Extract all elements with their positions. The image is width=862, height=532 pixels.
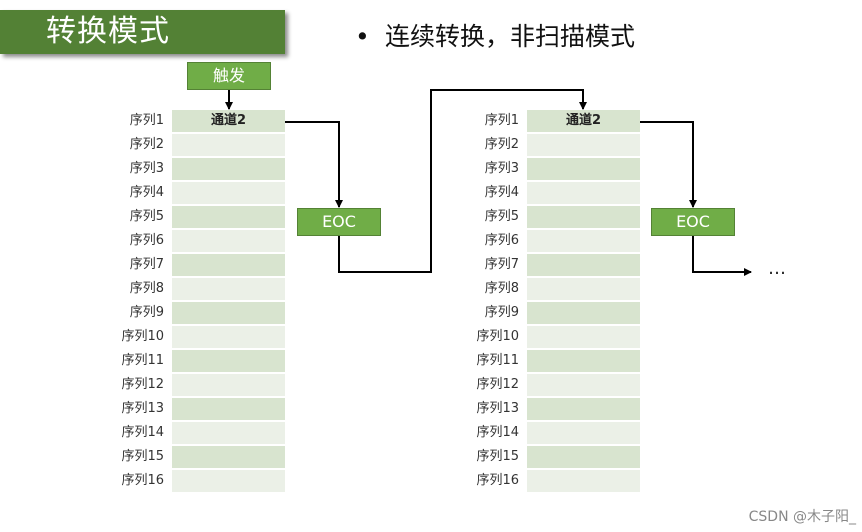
sequence-cell <box>527 254 640 276</box>
sequence-label: 序列16 <box>476 473 519 488</box>
sequence-cell <box>527 374 640 396</box>
sequence-label: 序列10 <box>476 329 519 344</box>
sequence-label: 序列6 <box>484 233 519 248</box>
sequence-label: 序列10 <box>121 329 164 344</box>
sequence-label: 序列4 <box>129 185 164 200</box>
sequence-label: 序列3 <box>129 161 164 176</box>
bullet-point: • 连续转换，非扫描模式 <box>355 17 635 53</box>
sequence-cell <box>172 182 285 204</box>
sequence-label: 序列2 <box>129 137 164 152</box>
sequence-cell <box>527 278 640 300</box>
sequence-cell <box>172 350 285 372</box>
sequence-table-left: 通道2 <box>172 110 285 494</box>
sequence-label: 序列7 <box>484 257 519 272</box>
sequence-cell <box>172 278 285 300</box>
sequence-label: 序列13 <box>476 401 519 416</box>
sequence-label: 序列13 <box>121 401 164 416</box>
sequence-cell <box>172 302 285 324</box>
sequence-cell <box>172 470 285 492</box>
sequence-cell <box>527 470 640 492</box>
sequence-label: 序列11 <box>476 353 519 368</box>
trigger-box: 触发 <box>187 62 271 90</box>
sequence-label: 序列3 <box>484 161 519 176</box>
slide-title: 转换模式 <box>0 10 285 54</box>
sequence-cell <box>172 134 285 156</box>
sequence-cell <box>527 182 640 204</box>
sequence-cell <box>527 326 640 348</box>
eoc-box-first: EOC <box>297 208 381 236</box>
sequence-cell <box>172 446 285 468</box>
arrow-seq1-to-eoc1 <box>285 121 343 208</box>
sequence-label: 序列16 <box>121 473 164 488</box>
sequence-cell <box>172 326 285 348</box>
sequence-label: 序列8 <box>484 281 519 296</box>
sequence-cell: 通道2 <box>172 110 285 132</box>
sequence-label: 序列14 <box>476 425 519 440</box>
sequence-label: 序列14 <box>121 425 164 440</box>
sequence-label: 序列11 <box>121 353 164 368</box>
sequence-cell <box>527 230 640 252</box>
sequence-cell <box>172 254 285 276</box>
watermark: CSDN @木子阳_ <box>748 509 856 525</box>
sequence-cell <box>527 446 640 468</box>
arrow-eoc2-continue <box>692 236 752 276</box>
sequence-label: 序列1 <box>129 113 164 128</box>
sequence-cell <box>172 206 285 228</box>
sequence-cell <box>172 374 285 396</box>
sequence-label: 序列15 <box>476 449 519 464</box>
continuation-ellipsis: … <box>768 258 787 279</box>
sequence-cell <box>527 134 640 156</box>
sequence-label: 序列2 <box>484 137 519 152</box>
arrow-eoc1-to-right-seq1 <box>338 89 587 273</box>
sequence-cell <box>172 230 285 252</box>
sequence-cell <box>527 206 640 228</box>
sequence-label: 序列7 <box>129 257 164 272</box>
sequence-label: 序列9 <box>484 305 519 320</box>
sequence-label: 序列12 <box>476 377 519 392</box>
sequence-cell <box>527 302 640 324</box>
bullet-text: 连续转换，非扫描模式 <box>385 22 636 51</box>
sequence-label: 序列5 <box>129 209 164 224</box>
sequence-cell <box>527 350 640 372</box>
sequence-labels-left: 序列1 序列2 序列3 序列4 序列5 序列6 序列7 序列8 序列9 序列10 序列11 序列12 序… <box>104 110 164 494</box>
sequence-label: 序列1 <box>484 113 519 128</box>
sequence-label: 序列9 <box>129 305 164 320</box>
sequence-cell <box>527 158 640 180</box>
sequence-label: 序列6 <box>129 233 164 248</box>
sequence-cell <box>172 158 285 180</box>
sequence-label: 序列8 <box>129 281 164 296</box>
sequence-cell: 通道2 <box>527 110 640 132</box>
sequence-cell <box>172 398 285 420</box>
bullet-dot-icon: • <box>355 22 370 51</box>
sequence-cell <box>527 422 640 444</box>
sequence-labels-right: 序列1 序列2 序列3 序列4 序列5 序列6 序列7 序列8 序列9 序列10 序列11 序列12 序… <box>459 110 519 494</box>
eoc-box-second: EOC <box>651 208 735 236</box>
sequence-cell <box>527 398 640 420</box>
sequence-label: 序列12 <box>121 377 164 392</box>
arrow-right-seq1-to-eoc2 <box>640 121 697 208</box>
sequence-label: 序列4 <box>484 185 519 200</box>
sequence-cell <box>172 422 285 444</box>
sequence-label: 序列5 <box>484 209 519 224</box>
sequence-label: 序列15 <box>121 449 164 464</box>
sequence-table-right: 通道2 <box>527 110 640 494</box>
